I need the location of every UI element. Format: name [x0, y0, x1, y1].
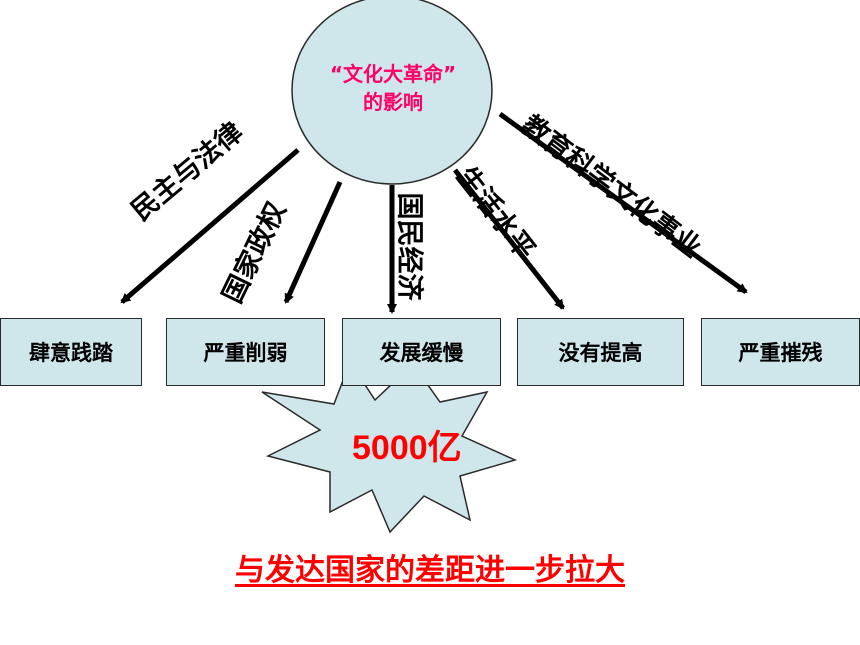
branch-label-economy: 国民经济 — [393, 192, 425, 301]
arrow-state-power — [283, 180, 343, 304]
arrow-living-standard — [453, 168, 565, 310]
arrow-democracy-law — [120, 148, 300, 304]
result-box-weakened: 严重削弱 — [166, 318, 325, 386]
starburst-shape — [261, 360, 518, 534]
result-box-slow-development: 发展缓慢 — [342, 318, 501, 386]
center-circle — [291, 0, 493, 185]
arrow-education-culture — [498, 111, 748, 295]
conclusion-text: 与发达国家的差距进一步拉大 — [235, 553, 625, 588]
result-box-no-improvement: 没有提高 — [517, 318, 684, 386]
center-title-line1: “文化大革命” — [329, 62, 457, 86]
center-title-line2: 的影响 — [363, 90, 423, 114]
result-box-trampled: 肆意践踏 — [0, 318, 142, 386]
burst-label: 5000亿 — [352, 429, 462, 467]
center-title: “文化大革命” 的影响 — [293, 60, 493, 116]
result-box-devastated: 严重摧残 — [701, 318, 860, 386]
